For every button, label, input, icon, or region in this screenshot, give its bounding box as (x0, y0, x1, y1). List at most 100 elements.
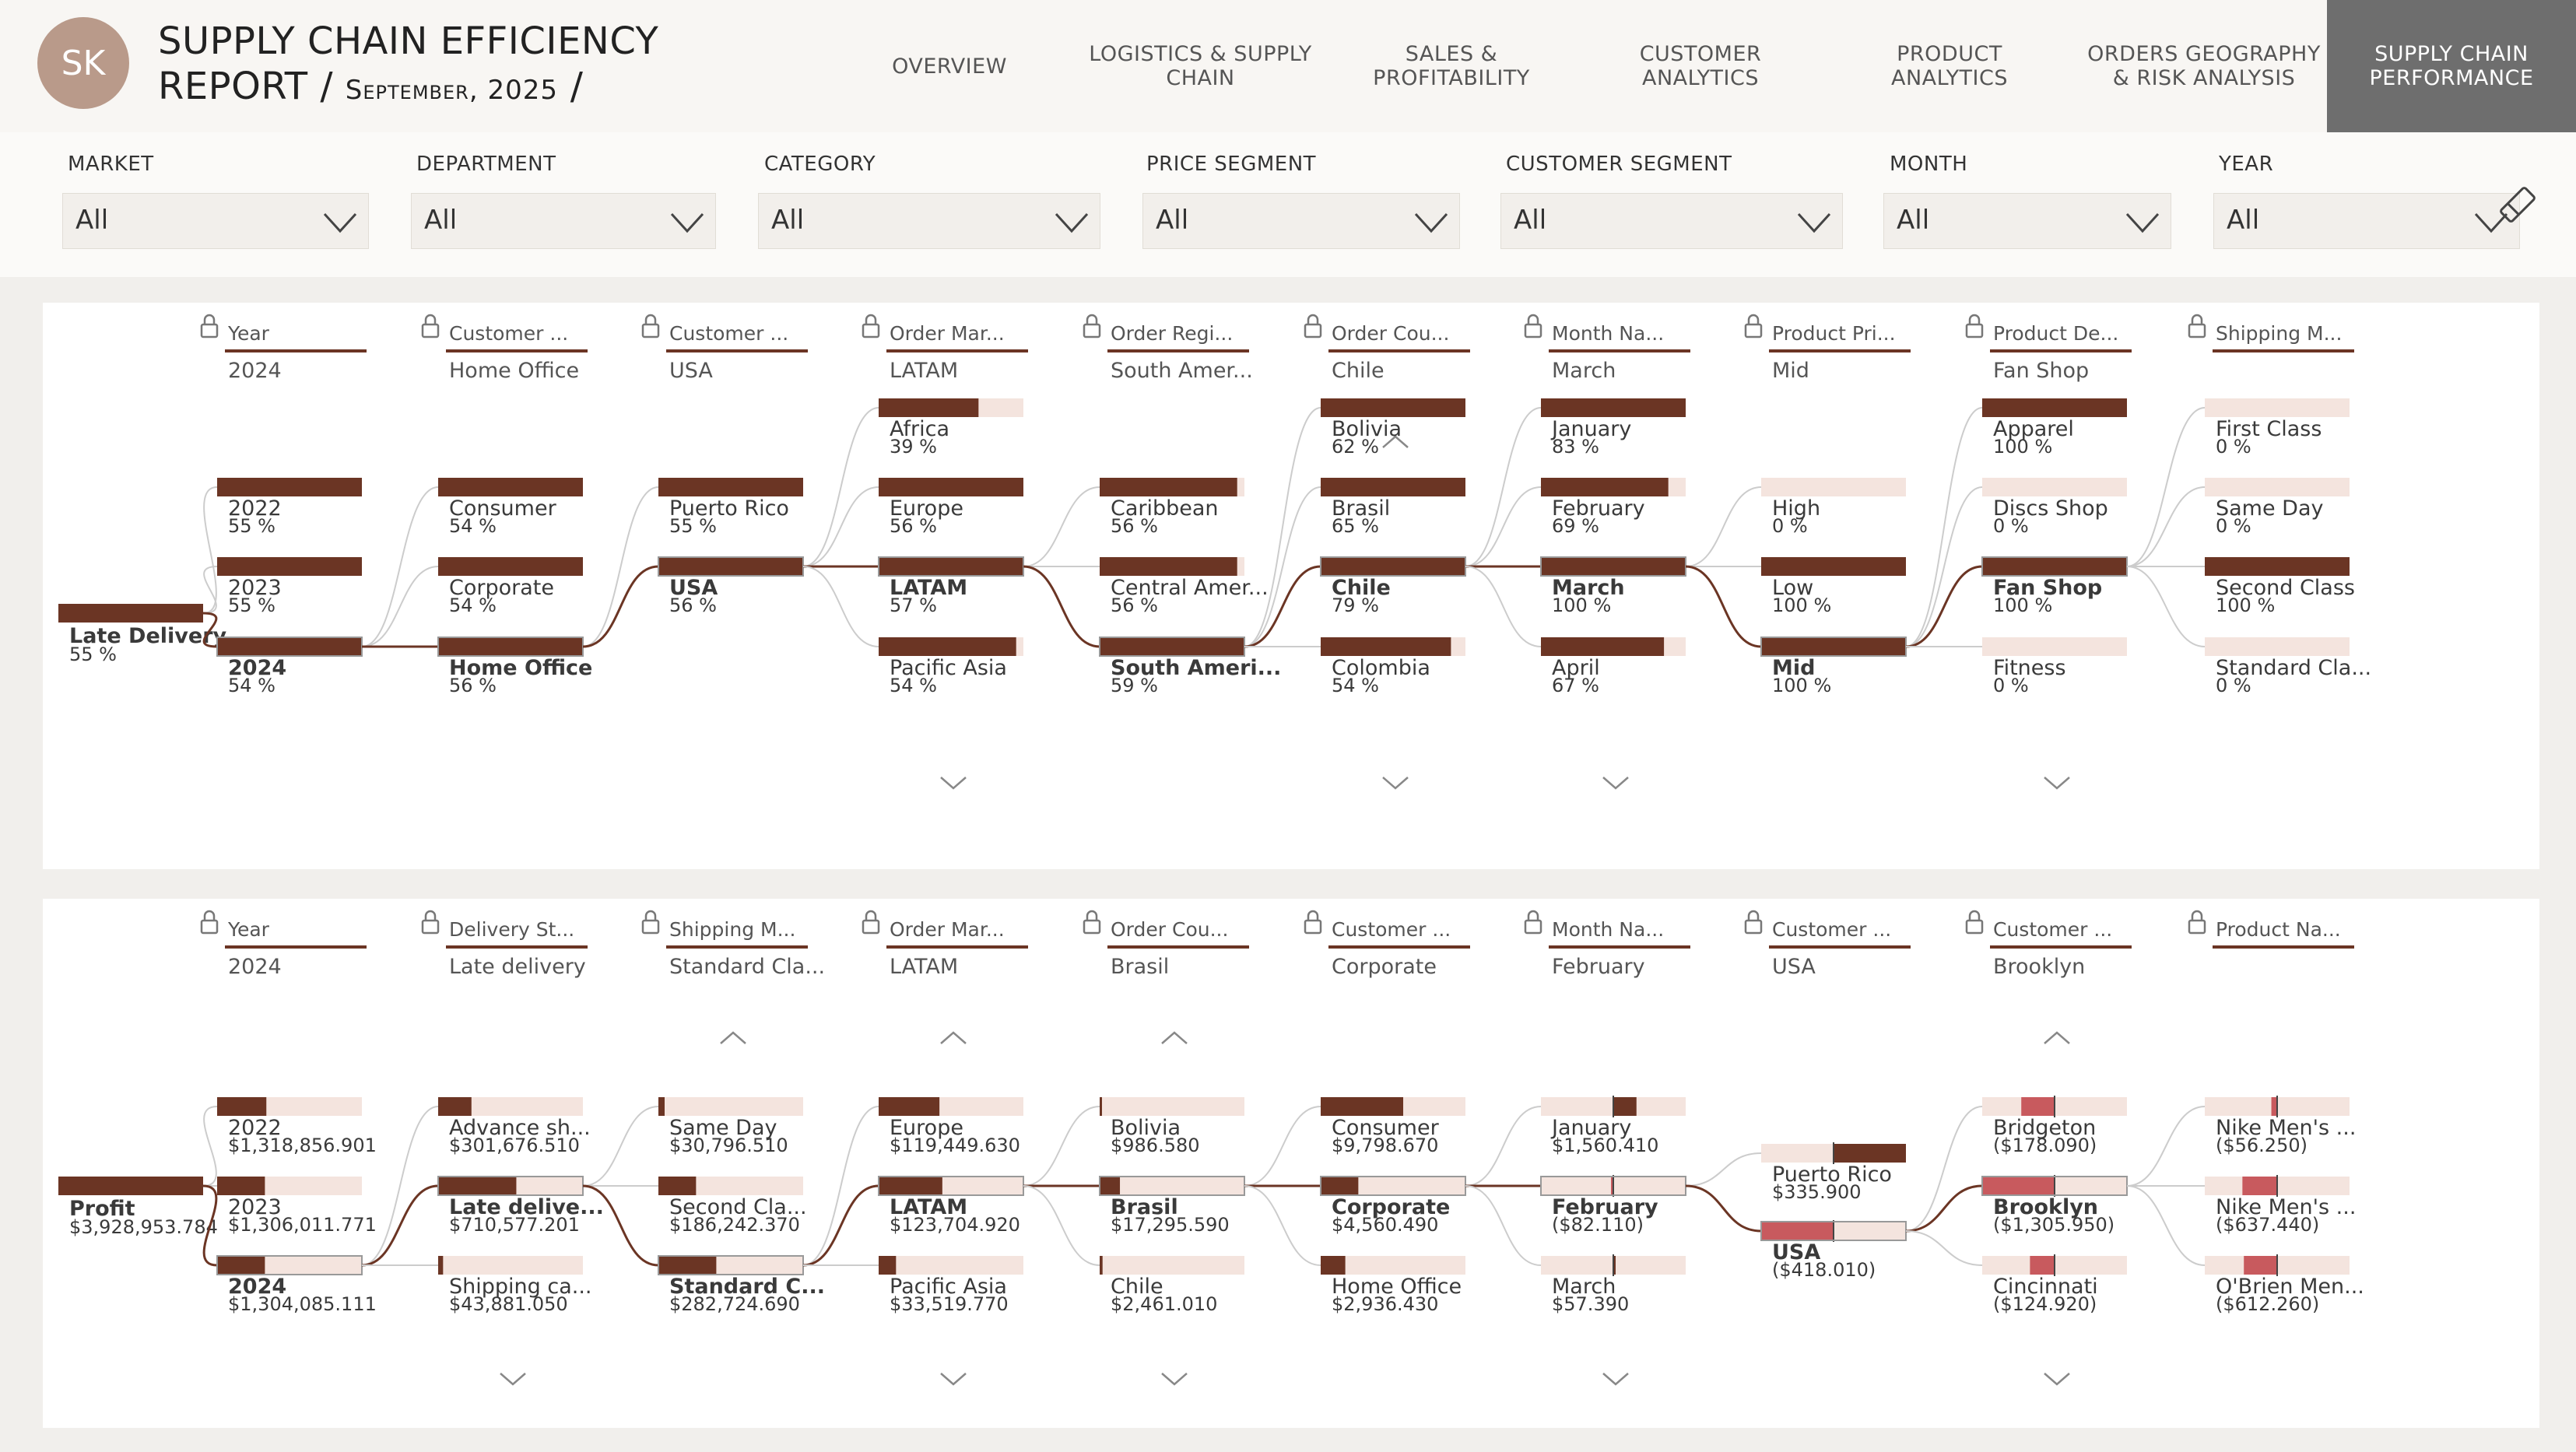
tree1-bar-bg-7-0[interactable] (1761, 478, 1906, 496)
month-dropdown[interactable]: All (1883, 193, 2171, 249)
tree2-bar-6-0[interactable] (1613, 1097, 1637, 1116)
tree2-bar-2-0[interactable] (658, 1097, 665, 1116)
tree1-bar-2-0[interactable] (658, 478, 803, 496)
department-dropdown[interactable]: All (411, 193, 716, 249)
tree1-bar-5-2[interactable] (1321, 557, 1465, 576)
tree1-bar-5-0[interactable] (1321, 398, 1465, 417)
category-dropdown[interactable]: All (758, 193, 1100, 249)
year-dropdown[interactable]: All (2213, 193, 2520, 249)
tree1-bar-1-2[interactable] (438, 637, 583, 656)
tree2-bar-6-1[interactable] (1611, 1177, 1613, 1195)
tree1-bar-8-0[interactable] (1982, 398, 2127, 417)
tree2-bar-7-1[interactable] (1761, 1222, 1834, 1240)
tree1-bar-bg-8-1[interactable] (1982, 478, 2127, 496)
tree1-bar-4-2[interactable] (1100, 637, 1244, 656)
tree2-bar-5-2[interactable] (1321, 1256, 1346, 1275)
tree2-bar-1-2[interactable] (438, 1256, 444, 1275)
clear-filters-eraser-icon[interactable] (2494, 181, 2541, 228)
tree2-bar-3-2[interactable] (879, 1256, 897, 1275)
tree1-bar-3-0[interactable] (879, 398, 979, 417)
tree1-chevron-down-icon-5[interactable] (1382, 777, 1409, 790)
tree2-chevron-down-icon-3[interactable] (940, 1373, 967, 1386)
tab-orders-geography-risk[interactable]: ORDERS GEOGRAPHY & RISK ANALYSIS (2087, 42, 2321, 90)
tree2-root-bar[interactable] (58, 1177, 203, 1195)
tree2-bar-1-1[interactable] (438, 1177, 517, 1195)
tree1-bar-4-0[interactable] (1100, 478, 1237, 496)
market-dropdown[interactable]: All (62, 193, 369, 249)
tree2-bar-1-0[interactable] (438, 1097, 472, 1116)
tree2-bar-bg-4-1[interactable] (1100, 1177, 1244, 1195)
tree2-bar-5-1[interactable] (1321, 1177, 1359, 1195)
tree1-bar-1-0[interactable] (438, 478, 583, 496)
tree1-bar-3-3[interactable] (879, 637, 1016, 656)
tree1-bar-3-1[interactable] (879, 478, 1023, 496)
tree1-bar-bg-9-1[interactable] (2205, 478, 2350, 496)
customer-segment-dropdown[interactable]: All (1500, 193, 1843, 249)
price-segment-dropdown[interactable]: All (1142, 193, 1460, 249)
tree2-chevron-down-icon-8[interactable] (2044, 1373, 2070, 1386)
tree2-bar-9-1[interactable] (2242, 1177, 2277, 1195)
tree2-bar-9-2[interactable] (2244, 1256, 2277, 1275)
tree2-chevron-up-icon-4[interactable] (1161, 1031, 1188, 1044)
tree2-chevron-up-icon-8[interactable] (2044, 1031, 2070, 1044)
tree2-bar-8-1[interactable] (1982, 1177, 2055, 1195)
tree1-chevron-down-icon-3[interactable] (940, 777, 967, 790)
tree2-bar-3-1[interactable] (879, 1177, 942, 1195)
tree2-chevron-down-icon-1[interactable] (500, 1373, 526, 1386)
tab-sales-profitability[interactable]: SALES & PROFITABILITY (1373, 42, 1530, 90)
tree2-chevron-up-icon-2[interactable] (720, 1031, 746, 1044)
tab-logistics-supply-chain[interactable]: LOGISTICS & SUPPLY CHAIN (1089, 42, 1312, 90)
tree2-bar-7-0[interactable] (1834, 1144, 1906, 1163)
tree2-bar-6-2[interactable] (1613, 1256, 1616, 1275)
tree1-bar-bg-9-3[interactable] (2205, 637, 2350, 656)
tree1-bar-0-0[interactable] (217, 478, 362, 496)
tree2-bar-bg-1-2[interactable] (438, 1256, 583, 1275)
tree2-bar-4-0[interactable] (1100, 1097, 1102, 1116)
tree1-bar-9-2[interactable] (2205, 557, 2350, 576)
tree2-bar-2-1[interactable] (658, 1177, 697, 1195)
tree2-bar-5-0[interactable] (1321, 1097, 1404, 1116)
tree1-bar-7-2[interactable] (1761, 637, 1906, 656)
tree1-chevron-down-icon-8[interactable] (2044, 777, 2070, 790)
tree1-bar-6-1[interactable] (1541, 478, 1669, 496)
tree1-bar-bg-9-0[interactable] (2205, 398, 2350, 417)
tree1-bar-5-3[interactable] (1321, 637, 1451, 656)
tree2-bar-8-0[interactable] (2021, 1097, 2055, 1116)
tab-customer-analytics[interactable]: CUSTOMER ANALYTICS (1639, 42, 1762, 90)
tab-product-analytics[interactable]: PRODUCT ANALYTICS (1890, 42, 2009, 90)
tree2-chevron-up-icon-3[interactable] (940, 1031, 967, 1044)
tree2-bar-bg-3-2[interactable] (879, 1256, 1023, 1275)
tree1-bar-6-3[interactable] (1541, 637, 1665, 656)
tree2-bar-0-1[interactable] (217, 1177, 265, 1195)
tab-supply-chain-performance[interactable]: SUPPLY CHAIN PERFORMANCE (2327, 0, 2576, 132)
tree1-root-bar[interactable] (58, 604, 203, 623)
tree1-bar-8-2[interactable] (1982, 557, 2127, 576)
tree2-chevron-down-icon-4[interactable] (1161, 1373, 1188, 1386)
tree2-bar-8-2[interactable] (2030, 1256, 2055, 1275)
tree1-bar-2-1[interactable] (658, 557, 803, 576)
tree2-bar-4-1[interactable] (1100, 1177, 1121, 1195)
tree1-bar-3-2[interactable] (879, 557, 1023, 576)
tree2-bar-bg-2-0[interactable] (658, 1097, 803, 1116)
tree1-bar-6-0[interactable] (1541, 398, 1686, 417)
tree1-bar-7-1[interactable] (1761, 557, 1906, 576)
tree1-chevron-down-icon-6[interactable] (1602, 777, 1629, 790)
tree1-bar-1-1[interactable] (438, 557, 583, 576)
tree2-bar-0-0[interactable] (217, 1097, 267, 1116)
tree1-bar-5-1[interactable] (1321, 478, 1465, 496)
tree2-bar-bg-4-2[interactable] (1100, 1256, 1244, 1275)
tree2-bar-9-0[interactable] (2271, 1097, 2277, 1116)
tree1-bar-0-1[interactable] (217, 557, 362, 576)
tab-overview[interactable]: OVERVIEW (892, 54, 1007, 79)
tree2-bar-4-2[interactable] (1100, 1256, 1103, 1275)
tree1-bar-6-2[interactable] (1541, 557, 1686, 576)
tree2-bar-2-2[interactable] (658, 1256, 717, 1275)
tree2-bar-0-2[interactable] (217, 1256, 265, 1275)
tree2-chevron-down-icon-6[interactable] (1602, 1373, 1629, 1386)
tree2-bar-3-0[interactable] (879, 1097, 940, 1116)
tree1-chevron-up-icon-5[interactable] (1382, 435, 1409, 448)
tree1-bar-0-2[interactable] (217, 637, 362, 656)
tree1-bar-4-1[interactable] (1100, 557, 1237, 576)
tree2-bar-bg-4-0[interactable] (1100, 1097, 1244, 1116)
tree1-bar-bg-8-3[interactable] (1982, 637, 2127, 656)
